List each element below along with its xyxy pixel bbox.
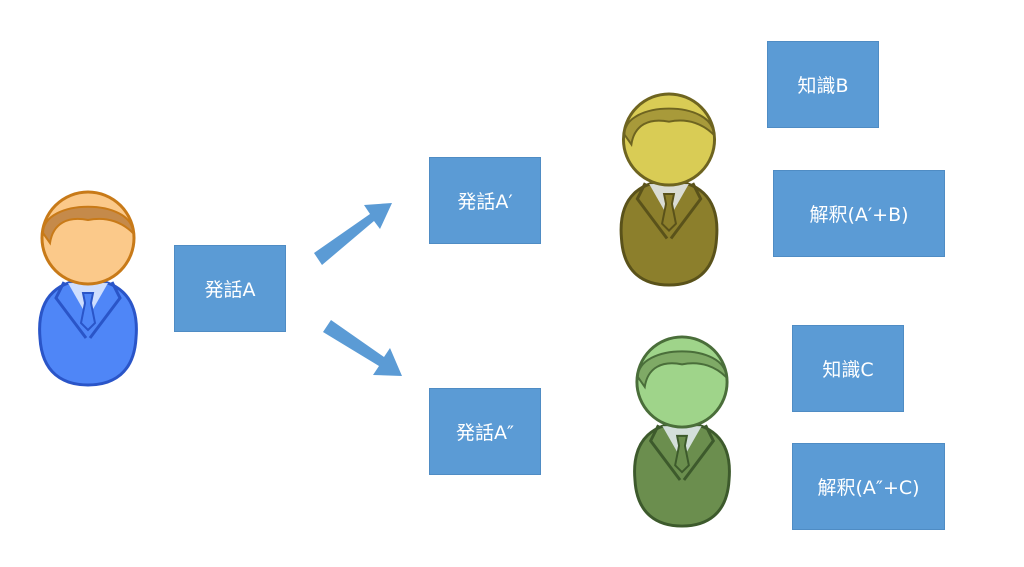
utterance-a-label: 発話A: [204, 279, 256, 301]
utterance-a-box: 発話A: [174, 245, 286, 332]
interpretation-c-label: 解釈(A″+C): [817, 477, 920, 499]
knowledge-b-box: 知識B: [767, 41, 879, 128]
arrow-down-right: [323, 320, 402, 376]
listener-b-person-icon: [609, 90, 729, 288]
utterance-a-double-prime-box: 発話A″: [429, 388, 541, 475]
utterance-a-prime-box: 発話A′: [429, 157, 541, 244]
interpretation-c-box: 解釈(A″+C): [792, 443, 945, 530]
utterance-a-double-prime-label: 発話A″: [455, 422, 515, 444]
knowledge-b-label: 知識B: [797, 75, 849, 97]
knowledge-c-box: 知識C: [792, 325, 904, 412]
utterance-a-prime-label: 発話A′: [457, 191, 513, 213]
knowledge-c-label: 知識C: [822, 359, 874, 381]
interpretation-b-box: 解釈(A′+B): [773, 170, 945, 257]
interpretation-b-label: 解釈(A′+B): [809, 204, 909, 226]
arrow-up-right: [314, 203, 392, 265]
speaker-person-icon: [28, 188, 148, 388]
listener-c-person-icon: [622, 333, 742, 529]
